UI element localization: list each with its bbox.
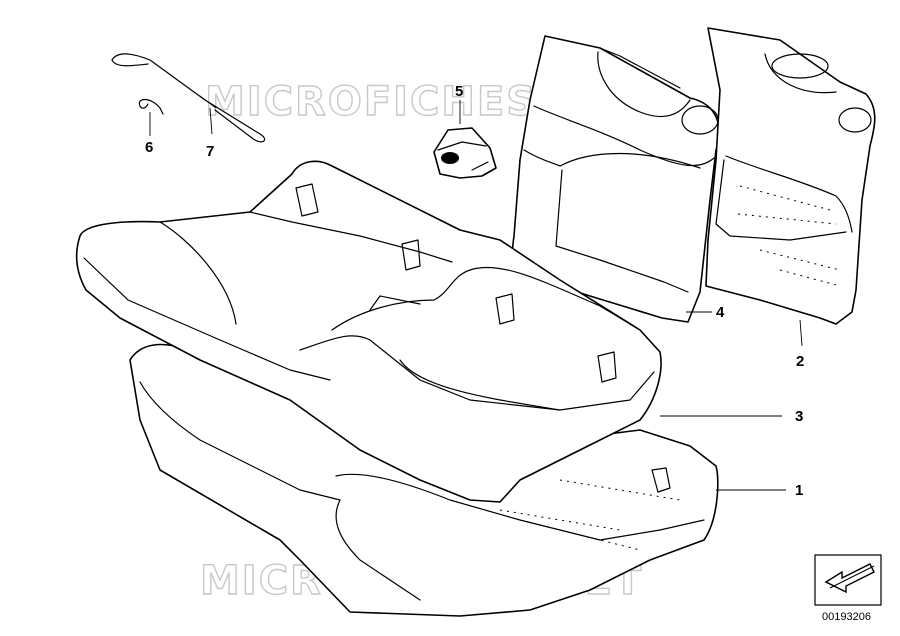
callout-6: 6 — [145, 139, 153, 156]
part-2-backrest-pad[interactable] — [705, 27, 876, 325]
callout-5: 5 — [455, 83, 463, 100]
part-6-clip[interactable] — [138, 98, 164, 115]
diagram-code: 00193206 — [822, 611, 871, 623]
callout-3: 3 — [795, 408, 803, 425]
part-5-latch[interactable] — [433, 127, 497, 179]
callout-2: 2 — [796, 353, 804, 370]
callout-4: 4 — [716, 304, 725, 321]
callout-1: 1 — [795, 482, 803, 499]
part-3-seat-cover[interactable] — [75, 160, 662, 503]
callout-7: 7 — [206, 143, 214, 160]
leader-lines — [149, 100, 803, 491]
part-4-backrest-cover[interactable] — [511, 35, 720, 323]
part-7-wire[interactable] — [111, 53, 266, 143]
orientation-arrow-icon — [814, 554, 882, 606]
